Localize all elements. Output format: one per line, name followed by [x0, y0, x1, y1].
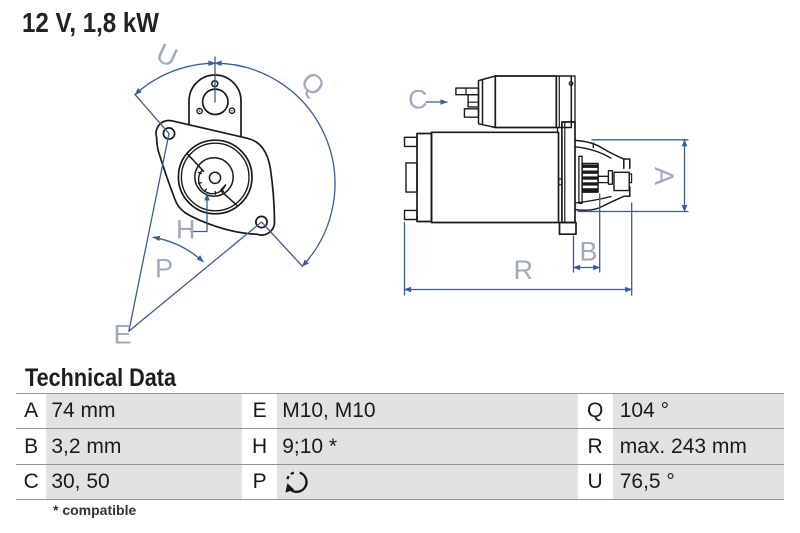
svg-text:B: B: [580, 237, 598, 267]
svg-text:Q: Q: [295, 66, 330, 102]
svg-text:P: P: [155, 254, 173, 284]
svg-text:A: A: [649, 167, 679, 185]
svg-text:C: C: [408, 85, 428, 115]
svg-text:E: E: [114, 320, 132, 350]
svg-text:R: R: [514, 255, 534, 285]
svg-text:H: H: [176, 215, 196, 245]
svg-text:U: U: [152, 38, 182, 73]
